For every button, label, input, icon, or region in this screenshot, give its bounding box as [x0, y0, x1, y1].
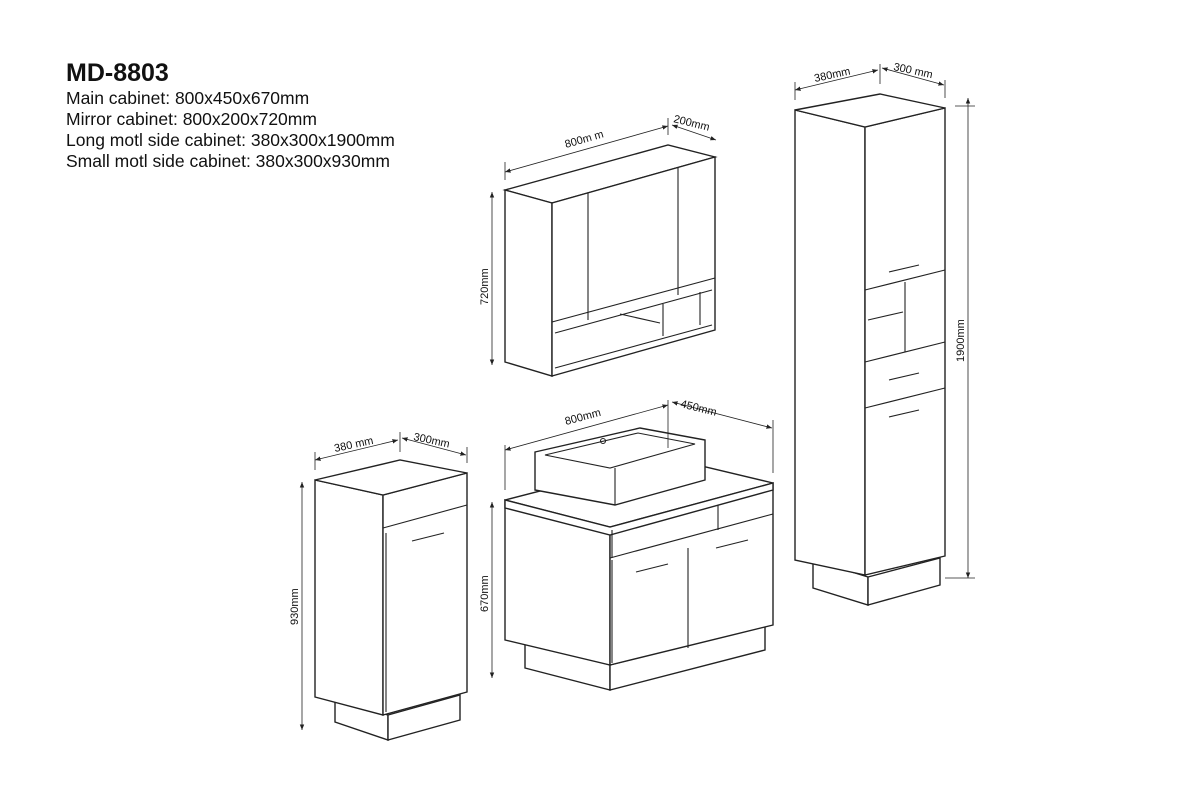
spec-main: Main cabinet: 800x450x670mm — [66, 88, 310, 108]
tall-depth-label: 300 mm — [892, 61, 933, 81]
mirror-cabinet: 800m m 200mm 720mm — [479, 113, 718, 377]
tall-width-label: 380mm — [813, 66, 851, 85]
main-depth-label: 450mm — [679, 398, 718, 419]
mirror-height-label: 720mm — [479, 268, 491, 305]
spec-small: Small motl side cabinet: 380x300x930mm — [66, 151, 390, 171]
model-title: MD-8803 — [66, 59, 169, 87]
spec-long: Long motl side cabinet: 380x300x1900mm — [66, 130, 395, 150]
tall-side-cabinet: 380mm 300 mm 1900mm — [794, 61, 975, 606]
small-width-label: 380 mm — [333, 435, 374, 455]
mirror-width-label: 800m m — [564, 128, 606, 150]
small-side-cabinet: 380 mm 300mm 930mm — [289, 431, 468, 741]
spec-block: MD-8803 Main cabinet: 800x450x670mm Mirr… — [66, 58, 395, 172]
small-height-label: 930mm — [289, 588, 301, 625]
main-height-label: 670mm — [479, 575, 491, 612]
main-cabinet: 800mm 450mm 670mm — [479, 398, 774, 691]
tall-height-label: 1900mm — [955, 319, 967, 362]
mirror-depth-label: 200mm — [672, 113, 711, 134]
small-depth-label: 300mm — [412, 431, 450, 450]
spec-mirror: Mirror cabinet: 800x200x720mm — [66, 109, 317, 129]
